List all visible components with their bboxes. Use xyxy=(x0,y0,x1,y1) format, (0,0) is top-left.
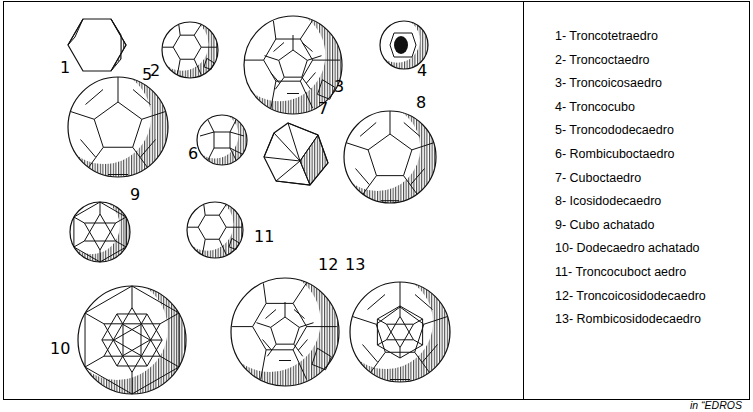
legend-item: 12- Troncoicosidodecaedro xyxy=(555,290,706,304)
legend-item: 2- Troncoctaedro xyxy=(555,54,650,68)
legend-item: 8- Icosidodecaedro xyxy=(555,195,661,209)
callout-number: 5 xyxy=(142,66,152,84)
legend-item: 11- Troncocuboct aedro xyxy=(555,266,686,280)
callout-number: 8 xyxy=(416,94,426,112)
callout-number: 7 xyxy=(318,100,328,118)
legend-item: 4- Troncocubo xyxy=(555,101,635,115)
callout-number: 12 xyxy=(318,256,338,274)
legend-item: 6- Rombicuboctaedro xyxy=(555,148,675,162)
legend-item: 1- Troncotetraedro xyxy=(555,30,658,44)
legend-item: 3- Troncoicosaedro xyxy=(555,77,662,91)
callout-number: 1 xyxy=(60,59,70,77)
legend-item: 9- Cubo achatado xyxy=(555,219,654,233)
callout-number: 4 xyxy=(417,62,427,80)
legend-item: 7- Cuboctaedro xyxy=(555,172,641,186)
callout-number: 9 xyxy=(130,186,140,204)
callout-number: 6 xyxy=(188,145,198,163)
callout-number: 10 xyxy=(50,340,70,358)
legend-item: 10- Dodecaedro achatado xyxy=(555,242,700,256)
callout-number: 3 xyxy=(334,78,344,96)
legend-item: 13- Rombicosidodecaedro xyxy=(555,313,701,327)
legend-item: 5- Troncododecaedro xyxy=(555,124,674,138)
callout-number: 13 xyxy=(345,256,365,274)
callout-number: 11 xyxy=(254,228,274,246)
source-note: in “EDROS xyxy=(690,400,742,412)
